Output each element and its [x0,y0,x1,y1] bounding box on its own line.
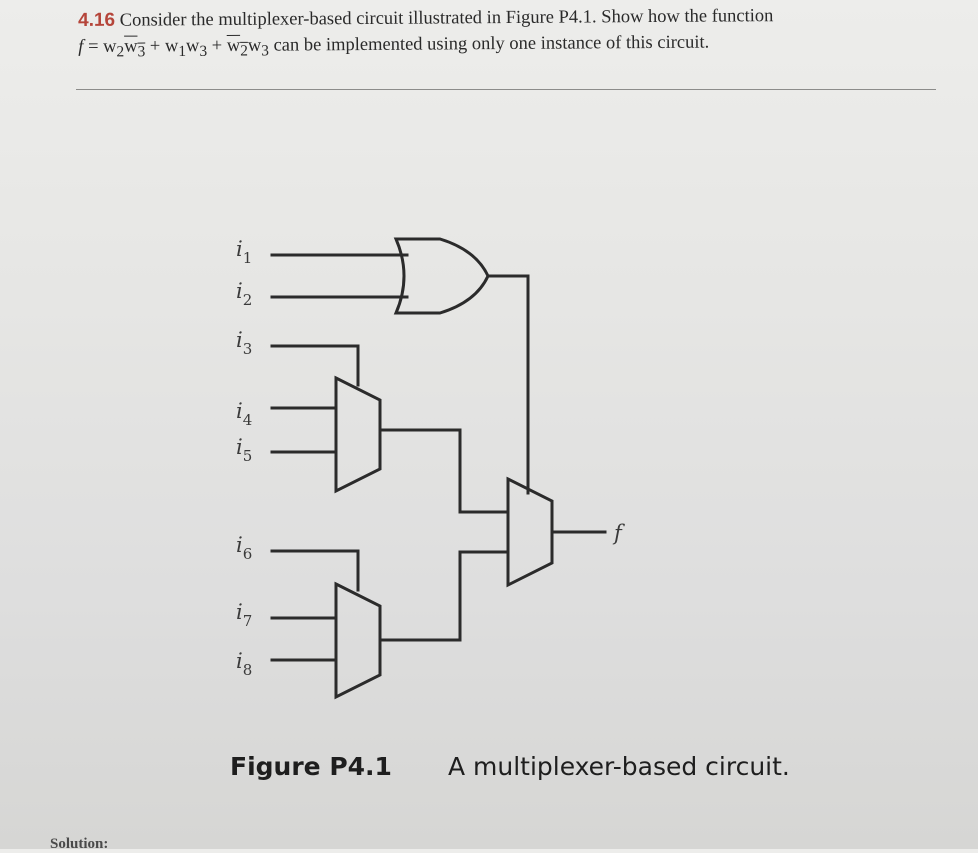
label-i6: i6 [236,533,252,563]
label-i8: i8 [236,649,252,679]
wire-i6 [270,549,360,592]
caption-description: A multiplexer-based circuit. [447,752,790,781]
label-i3: i3 [236,328,252,358]
label-i2: i2 [236,279,252,309]
label-i5: i5 [236,435,252,465]
caption-title: Figure P4.1 [230,752,392,781]
figure-caption: Figure P4.1 A multiplexer-based circuit. [230,752,790,781]
header-divider [76,89,936,90]
mux-2 [334,581,382,700]
or-gate [393,237,490,315]
label-output-f: f [612,521,625,545]
mux-final [506,476,554,588]
input-labels: i1 i2 i3 i4 i5 i6 i7 i8 [236,237,252,679]
solution-heading: Solution: [50,836,109,852]
wire-i3 [270,344,360,387]
label-i1: i1 [236,237,252,267]
label-i4: i4 [236,399,252,429]
wire-mux1-output [378,428,510,514]
label-i7: i7 [236,600,252,630]
wire-or-output [486,274,530,495]
mux-1 [334,375,382,494]
wire-mux2-output [378,550,510,642]
